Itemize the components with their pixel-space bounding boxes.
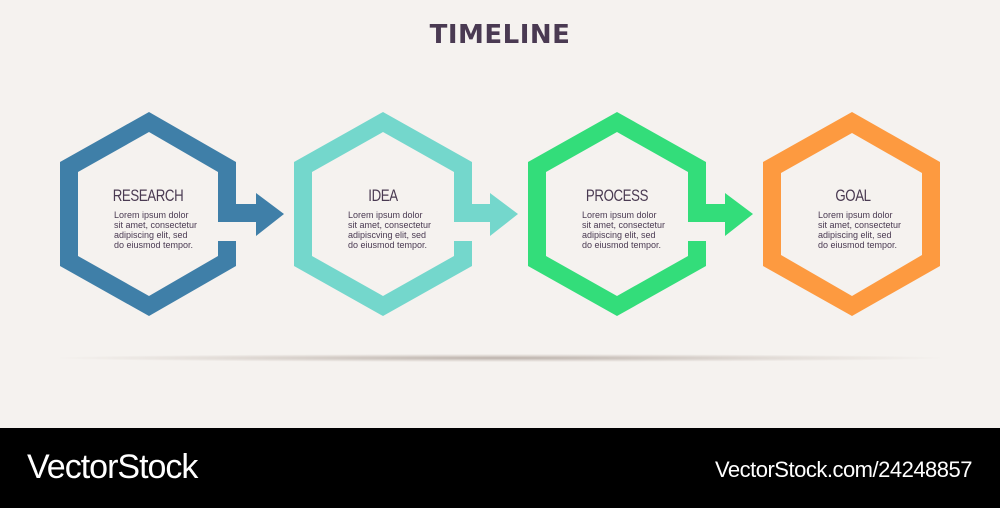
step-idea: IDEA Lorem ipsum dolor sit amet, consect…	[313, 186, 453, 250]
hexagon-idea	[294, 112, 518, 316]
brand-url: VectorStock.com/24248857	[714, 457, 973, 482]
step-description-line: adipiscing elit, sed	[114, 230, 188, 240]
step-description-line: Lorem ipsum dolor	[348, 210, 423, 220]
hexagon-research	[60, 112, 284, 316]
step-description-line: do eiusmod tempor.	[582, 240, 662, 250]
step-description-line: Lorem ipsum dolor	[818, 210, 893, 220]
timeline-diagram	[60, 112, 940, 316]
arrow-right-icon	[688, 193, 753, 236]
step-description-line: do eiusmod tempor.	[818, 240, 898, 250]
brand-logo: VectorStock	[27, 448, 198, 486]
step-description-line: adipiscving elit, sed	[348, 230, 427, 240]
floor-shadow	[60, 354, 940, 362]
step-description-line: adipiscing elit, sed	[582, 230, 656, 240]
step-description-line: sit amet, consectetur	[348, 220, 432, 230]
step-description-line: Lorem ipsum dolor	[582, 210, 657, 220]
timeline-title: TIMELINE	[429, 20, 571, 50]
step-goal: GOAL Lorem ipsum dolor sit amet, consect…	[783, 186, 923, 250]
step-description-line: do eiusmod tempor.	[348, 240, 428, 250]
step-process: PROCESS Lorem ipsum dolor sit amet, cons…	[547, 186, 687, 250]
step-description-line: sit amet, consectetur	[818, 220, 902, 230]
step-description-line: do eiusmod tempor.	[114, 240, 194, 250]
step-research: RESEARCH Lorem ipsum dolor sit amet, con…	[78, 186, 218, 250]
arrow-right-icon	[218, 193, 284, 236]
watermark-footer: VectorStock VectorStock.com/24248857	[0, 428, 1000, 508]
step-title: RESEARCH	[112, 186, 184, 205]
step-description-line: sit amet, consectetur	[114, 220, 198, 230]
step-description-line: adipiscing elit, sed	[818, 230, 892, 240]
arrow-right-icon	[454, 193, 518, 236]
step-title: IDEA	[368, 186, 398, 205]
hexagon-process	[528, 112, 753, 316]
step-description-line: Lorem ipsum dolor	[114, 210, 189, 220]
step-title: GOAL	[835, 186, 871, 205]
step-title: PROCESS	[585, 186, 649, 205]
step-description-line: sit amet, consectetur	[582, 220, 666, 230]
